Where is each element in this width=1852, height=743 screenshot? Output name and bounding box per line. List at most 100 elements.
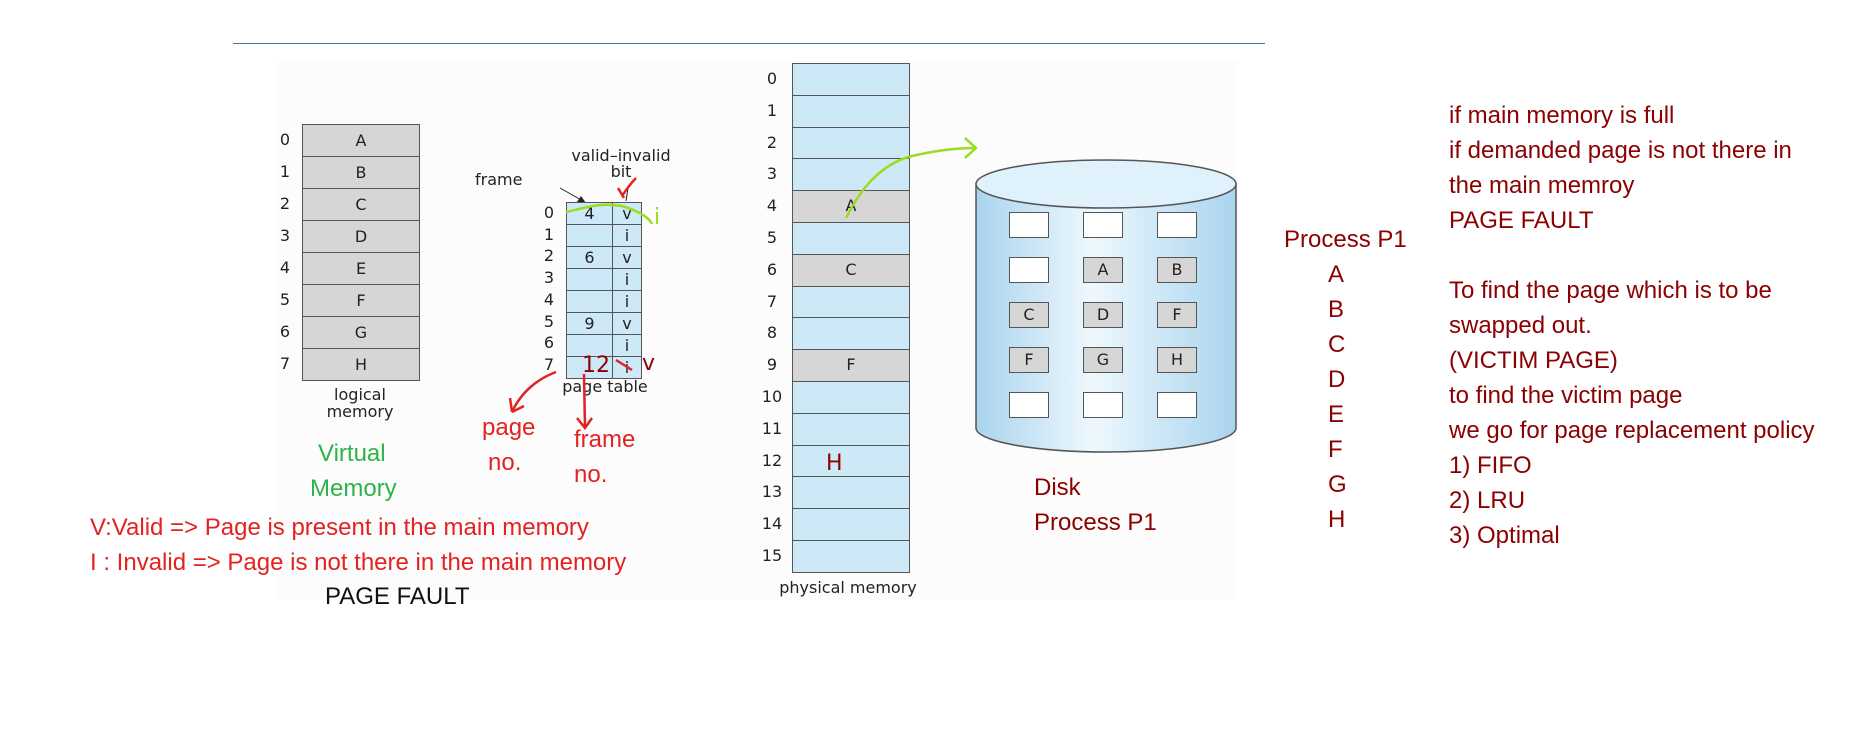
disk-block: B xyxy=(1157,257,1197,283)
disk-top xyxy=(975,159,1237,209)
page-no-arrowhead xyxy=(508,397,525,414)
process-page: D xyxy=(1328,366,1346,393)
process-title: Process P1 xyxy=(1284,226,1407,253)
note-line: 1) FIFO xyxy=(1449,452,1532,479)
logical-page: B xyxy=(303,157,419,189)
page-table-row: i xyxy=(567,269,641,291)
disk-block xyxy=(1083,212,1123,238)
page-table-frame xyxy=(567,357,613,378)
page-table-index: 3 xyxy=(543,268,555,288)
disk-block: D xyxy=(1083,302,1123,328)
logical-page: F xyxy=(303,285,419,317)
header-rule xyxy=(233,43,1265,44)
note-line: to find the victim page xyxy=(1449,382,1683,409)
physical-index: 14 xyxy=(761,514,783,534)
frame-cell xyxy=(793,286,909,319)
page-table-row: i xyxy=(567,291,641,313)
physical-index: 1 xyxy=(766,100,778,120)
logical-index: 7 xyxy=(279,354,291,373)
page-table-frame: 6 xyxy=(567,247,613,268)
physical-memory: A C F xyxy=(792,63,910,573)
frame-cell xyxy=(793,222,909,255)
logical-page: G xyxy=(303,317,419,349)
disk-line2: Process P1 xyxy=(1034,509,1157,536)
physical-index: 13 xyxy=(761,482,783,502)
logical-memory-cells: A B C D E F G H xyxy=(302,124,420,381)
page-table-row: i xyxy=(567,335,641,357)
page-table-bit: i xyxy=(624,226,630,245)
physical-index: 12 xyxy=(761,450,783,470)
disk-grid: A B C D F F G H xyxy=(1009,212,1209,422)
logical-page: A xyxy=(303,125,419,157)
valid-invalid-definitions: V:Valid => Page is present in the main m… xyxy=(90,510,626,580)
frame-cell xyxy=(793,445,909,478)
process-page: E xyxy=(1328,401,1345,428)
disk-block: A xyxy=(1083,257,1123,283)
swap-out-arrowhead xyxy=(964,137,978,159)
notes: if main memory is full if demanded page … xyxy=(1449,98,1849,553)
page-table-row: 9 v xyxy=(567,313,641,335)
disk-block xyxy=(1157,392,1197,418)
page-table-row: 6 v xyxy=(567,247,641,269)
annotation-frame-h: H xyxy=(826,451,843,476)
logical-page: C xyxy=(303,189,419,221)
frame-cell xyxy=(793,127,909,160)
page-fault-label: PAGE FAULT xyxy=(325,583,470,610)
note-line: To find the page which is to be xyxy=(1449,277,1772,304)
note-line: if demanded page is not there in xyxy=(1449,137,1792,164)
page-table-frame xyxy=(567,291,613,312)
annotation-v: v xyxy=(642,351,656,376)
frame-cell: A xyxy=(793,191,909,223)
page-table-index: 7 xyxy=(543,354,555,374)
disk-block xyxy=(1009,392,1049,418)
process-page: H xyxy=(1328,506,1346,533)
page-table-index: 4 xyxy=(543,289,555,309)
frame-no-line2: no. xyxy=(574,461,608,488)
frame-no-arrow xyxy=(582,373,587,429)
logical-index: 0 xyxy=(279,130,291,149)
physical-memory-caption: physical memory xyxy=(779,578,917,597)
physical-index: 8 xyxy=(766,323,778,343)
process-page: A xyxy=(1328,261,1345,288)
swap-out-arrow xyxy=(844,146,976,219)
logical-memory-caption: logical memory xyxy=(302,386,418,420)
bit-pointer-line xyxy=(625,187,629,202)
page-table-bit: i xyxy=(624,336,630,355)
physical-index: 11 xyxy=(761,418,783,438)
valid-invalid-label: valid–invalid bit xyxy=(546,148,696,180)
logical-caption-line2: memory xyxy=(326,402,394,421)
disk-label: Disk Process P1 xyxy=(1034,470,1157,540)
physical-index: 0 xyxy=(766,69,778,88)
frame-cell xyxy=(793,381,909,414)
red-check xyxy=(620,177,637,197)
page-table-frame xyxy=(567,225,613,246)
disk-block: F xyxy=(1009,347,1049,373)
virtual-line1: Virtual xyxy=(318,440,386,467)
disk-block xyxy=(1009,257,1049,283)
frame-cell xyxy=(793,95,909,128)
red-check-tick xyxy=(616,187,626,199)
page-table: 4 v i 6 v i i 9 v i i xyxy=(566,202,642,379)
page-no-line2: no. xyxy=(488,449,522,476)
logical-index: 5 xyxy=(279,290,291,309)
process-page: B xyxy=(1328,296,1345,323)
note-line: (VICTIM PAGE) xyxy=(1449,347,1618,374)
frame-cell xyxy=(793,413,909,446)
logical-page: E xyxy=(303,253,419,285)
page-table-index: 2 xyxy=(543,246,555,266)
logical-index: 2 xyxy=(279,194,291,213)
physical-index: 10 xyxy=(761,387,783,406)
physical-index: 5 xyxy=(766,228,778,247)
frame-cell xyxy=(793,540,909,572)
note-line: the main memroy xyxy=(1449,172,1635,199)
note-line: if main memory is full xyxy=(1449,102,1675,129)
valid-invalid-line2: bit xyxy=(610,162,632,181)
annotation-i: i xyxy=(654,205,661,230)
frame-cell xyxy=(793,318,909,351)
physical-index: 9 xyxy=(766,355,778,375)
page-table-bit: v xyxy=(622,314,632,333)
page-table-frame: 4 xyxy=(567,203,613,224)
frame-no-label: frame no. xyxy=(574,422,635,492)
page-table-bit: v xyxy=(622,248,632,267)
